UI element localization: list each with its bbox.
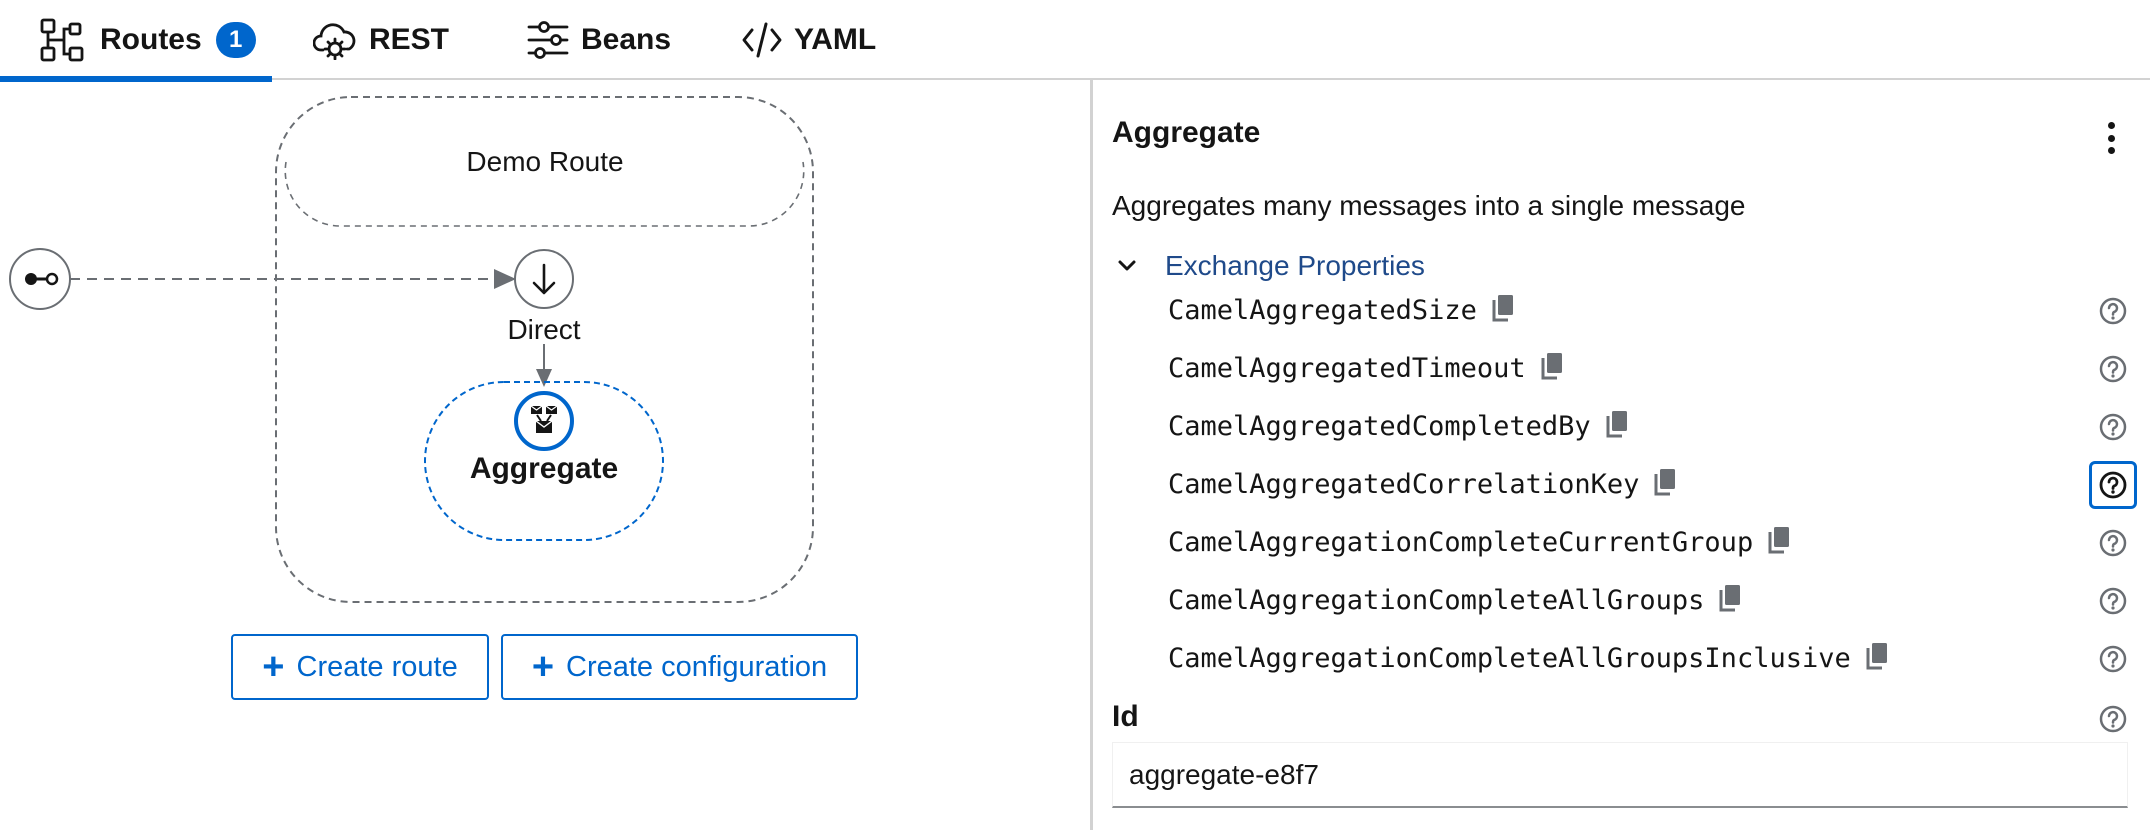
help-icon[interactable] — [2096, 294, 2130, 328]
tab-routes[interactable]: Routes 1 — [0, 0, 272, 82]
plus-icon: + — [531, 646, 555, 688]
exchange-property-row: CamelAggregatedSize — [1093, 284, 2150, 342]
property-name: CamelAggregatedTimeout — [1168, 353, 1526, 384]
exchange-property-row: CamelAggregatedTimeout — [1093, 342, 2150, 400]
route-graph — [9, 96, 814, 603]
kebab-menu-icon[interactable] — [2099, 118, 2123, 158]
exchange-property-row: CamelAggregationCompleteCurrentGroup — [1093, 516, 2150, 574]
tab-yaml[interactable]: YAML — [742, 0, 876, 80]
cloud-gear-icon — [313, 20, 357, 60]
tab-beans[interactable]: Beans — [527, 0, 671, 80]
id-field-label: Id — [1112, 700, 1139, 733]
topology-icon — [40, 18, 88, 62]
property-name: CamelAggregationCompleteAllGroups — [1168, 585, 1705, 616]
aggregate-step-label: Aggregate — [469, 452, 619, 485]
arrow-down-icon — [532, 263, 556, 295]
panel-divider[interactable] — [1090, 80, 1093, 830]
tab-beans-label: Beans — [581, 23, 672, 56]
help-icon[interactable] — [2096, 526, 2130, 560]
property-name: CamelAggregatedCompletedBy — [1168, 411, 1591, 442]
property-name: CamelAggregatedCorrelationKey — [1168, 469, 1640, 500]
aggregate-node[interactable] — [514, 391, 574, 451]
tab-routes-label: Routes — [100, 23, 202, 56]
step-description: Aggregates many messages into a single m… — [1112, 190, 1746, 221]
route-group[interactable] — [275, 96, 814, 603]
step-properties-panel: Aggregate Aggregates many messages into … — [1093, 80, 2150, 830]
create-configuration-button[interactable]: + Create configuration — [501, 634, 858, 700]
help-icon[interactable] — [2096, 642, 2130, 676]
direct-step-label: Direct — [507, 314, 581, 345]
help-icon[interactable] — [2096, 584, 2130, 618]
sliders-icon — [527, 19, 569, 61]
copy-icon[interactable] — [1653, 468, 1677, 503]
help-icon[interactable] — [2096, 410, 2130, 444]
panel-title: Aggregate — [1112, 116, 1261, 149]
route-title-pill[interactable] — [284, 161, 805, 227]
copy-icon[interactable] — [1718, 584, 1742, 619]
code-icon — [742, 22, 782, 58]
route-title: Demo Route — [466, 146, 624, 177]
direct-node[interactable] — [514, 249, 574, 309]
aggregate-icon — [530, 405, 558, 433]
create-route-label: Create route — [296, 650, 458, 683]
tab-bar: Routes 1 REST — [0, 0, 2150, 82]
create-configuration-label: Create configuration — [566, 650, 828, 683]
exchange-property-row: CamelAggregationCompleteAllGroupsInclusi… — [1093, 632, 2150, 690]
route-canvas[interactable]: Demo Route Direct Aggregate + Create rou… — [0, 82, 1090, 830]
tab-rest-label: REST — [369, 23, 450, 56]
copy-icon[interactable] — [1767, 526, 1791, 561]
exchange-properties-toggle[interactable]: Exchange Properties — [1115, 250, 1425, 282]
copy-icon[interactable] — [1540, 352, 1564, 387]
help-icon[interactable] — [2096, 352, 2130, 386]
id-field[interactable] — [1112, 742, 2128, 808]
exchange-property-row: CamelAggregationCompleteAllGroups — [1093, 574, 2150, 632]
tab-yaml-label: YAML — [794, 23, 877, 56]
help-icon[interactable] — [2096, 702, 2130, 736]
exchange-property-row: CamelAggregatedCorrelationKey — [1093, 458, 2150, 516]
aggregate-selection[interactable] — [424, 381, 664, 541]
exchange-properties-label: Exchange Properties — [1165, 250, 1425, 281]
tab-rest[interactable]: REST — [313, 0, 449, 80]
create-route-button[interactable]: + Create route — [231, 634, 489, 700]
plus-icon: + — [262, 646, 285, 688]
copy-icon[interactable] — [1491, 294, 1515, 329]
property-name: CamelAggregationCompleteCurrentGroup — [1168, 527, 1754, 558]
copy-icon[interactable] — [1605, 410, 1629, 445]
copy-icon[interactable] — [1865, 642, 1889, 677]
routes-count-badge: 1 — [215, 22, 256, 58]
property-name: CamelAggregationCompleteAllGroupsInclusi… — [1168, 643, 1851, 674]
help-icon[interactable] — [2089, 461, 2137, 509]
route-start-node[interactable] — [9, 248, 71, 310]
exchange-property-row: CamelAggregatedCompletedBy — [1093, 400, 2150, 458]
chevron-down-icon — [1115, 251, 1145, 281]
property-name: CamelAggregatedSize — [1168, 295, 1477, 326]
